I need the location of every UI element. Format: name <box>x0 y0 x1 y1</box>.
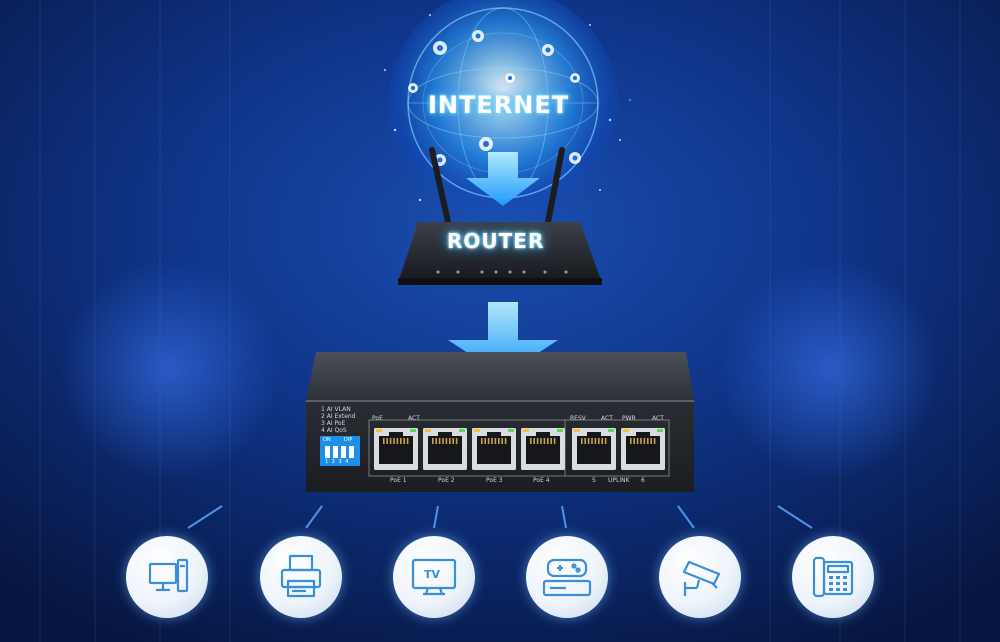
mode-item: 4 AI QoS <box>321 427 347 434</box>
act-label-2: ACT <box>601 415 613 422</box>
act-label-3: ACT <box>652 415 664 422</box>
dip-numbers: 1 2 3 4 <box>325 459 350 465</box>
tv-icon-label: TV <box>424 568 441 581</box>
port-label-poe2: PoE 2 <box>438 477 455 484</box>
internet-label: INTERNET <box>428 91 570 119</box>
dip-on-label: ON <box>323 437 331 443</box>
ethernet-port <box>521 428 565 470</box>
port-label-poe3: PoE 3 <box>486 477 503 484</box>
router-label: ROUTER <box>447 229 545 253</box>
ethernet-port <box>572 428 616 470</box>
port-label-poe1: PoE 1 <box>390 477 407 484</box>
device-printer <box>260 536 342 618</box>
ethernet-port <box>472 428 516 470</box>
dip-label: DIP <box>344 437 353 443</box>
resv-label: RESV <box>570 415 586 422</box>
port-label-uplink: UPLINK <box>608 477 630 484</box>
mode-list: 1 AI VLAN 2 AI Extend 3 AI PoE 4 AI QoS <box>321 406 356 434</box>
port-label-5: 5 <box>592 477 596 484</box>
mode-item: 2 AI Extend <box>321 413 356 420</box>
desk-phone-icon <box>812 556 854 598</box>
tv-icon <box>411 558 457 596</box>
ethernet-port <box>374 428 418 470</box>
pwr-label: PWR <box>622 415 636 422</box>
mode-item: 1 AI VLAN <box>321 406 351 413</box>
port-label-poe4: PoE 4 <box>533 477 550 484</box>
act-label: ACT <box>408 415 420 422</box>
device-game-console <box>526 536 608 618</box>
port-label-6: 6 <box>641 477 645 484</box>
poe-switch <box>306 352 694 492</box>
poe-label: PoE <box>372 415 383 422</box>
connection-lines <box>187 505 813 529</box>
device-desk-phone <box>792 536 874 618</box>
device-desktop <box>126 536 208 618</box>
arrow-internet-to-router <box>466 152 540 206</box>
device-security-camera <box>659 536 741 618</box>
mode-item: 3 AI PoE <box>321 420 346 427</box>
printer-icon <box>280 554 322 598</box>
desktop-computer-icon <box>148 558 189 593</box>
ethernet-port <box>423 428 467 470</box>
ethernet-port <box>621 428 665 470</box>
router-device <box>398 147 602 285</box>
game-console-icon <box>542 558 592 597</box>
device-tv: TV <box>393 536 475 618</box>
security-camera-icon <box>682 560 721 596</box>
